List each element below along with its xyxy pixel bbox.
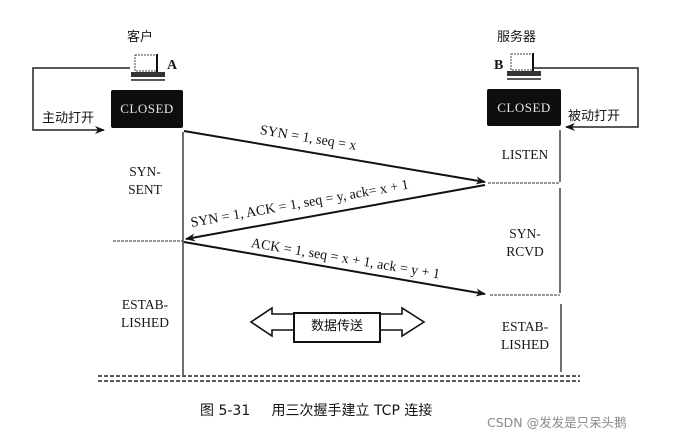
- data-transfer-box: 数据传送: [293, 312, 381, 343]
- client-title: 客户: [127, 30, 154, 45]
- figure-title: 用三次握手建立 TCP 连接: [271, 403, 433, 419]
- server-closed-state: CLOSED: [487, 89, 561, 126]
- message-arrow-3: [183, 241, 486, 297]
- csdn-watermark: CSDN @发发是只呆头鹅: [487, 415, 627, 430]
- server-state-listen: LISTEN: [501, 147, 549, 162]
- figure-number: 图 5-31: [200, 403, 251, 419]
- message-arrow-1: [183, 130, 486, 185]
- client-letter: A: [167, 58, 178, 73]
- server-computer-icon: [507, 53, 541, 80]
- client-open-action: 主动打开: [42, 111, 95, 126]
- data-transfer-right-arrow: [381, 306, 426, 338]
- client-open-loop: [32, 67, 130, 134]
- data-transfer-left-arrow: [249, 306, 293, 338]
- server-letter: B: [494, 58, 504, 73]
- client-computer-icon: [131, 54, 165, 81]
- client-closed-state: CLOSED: [111, 90, 183, 128]
- server-state-syn-rcvd: SYN- RCVD: [506, 226, 544, 259]
- figure-caption: 图 5-31 用三次握手建立 TCP 连接: [200, 400, 432, 420]
- client-state-syn-sent: SYN- SENT: [128, 164, 162, 197]
- server-state-established: ESTAB- LISHED: [501, 319, 549, 352]
- server-open-loop: [534, 67, 639, 131]
- server-title: 服务器: [497, 30, 537, 45]
- message-arrow-2: [185, 184, 486, 242]
- client-state-established: ESTAB- LISHED: [121, 297, 169, 330]
- server-open-action: 被动打开: [568, 109, 621, 124]
